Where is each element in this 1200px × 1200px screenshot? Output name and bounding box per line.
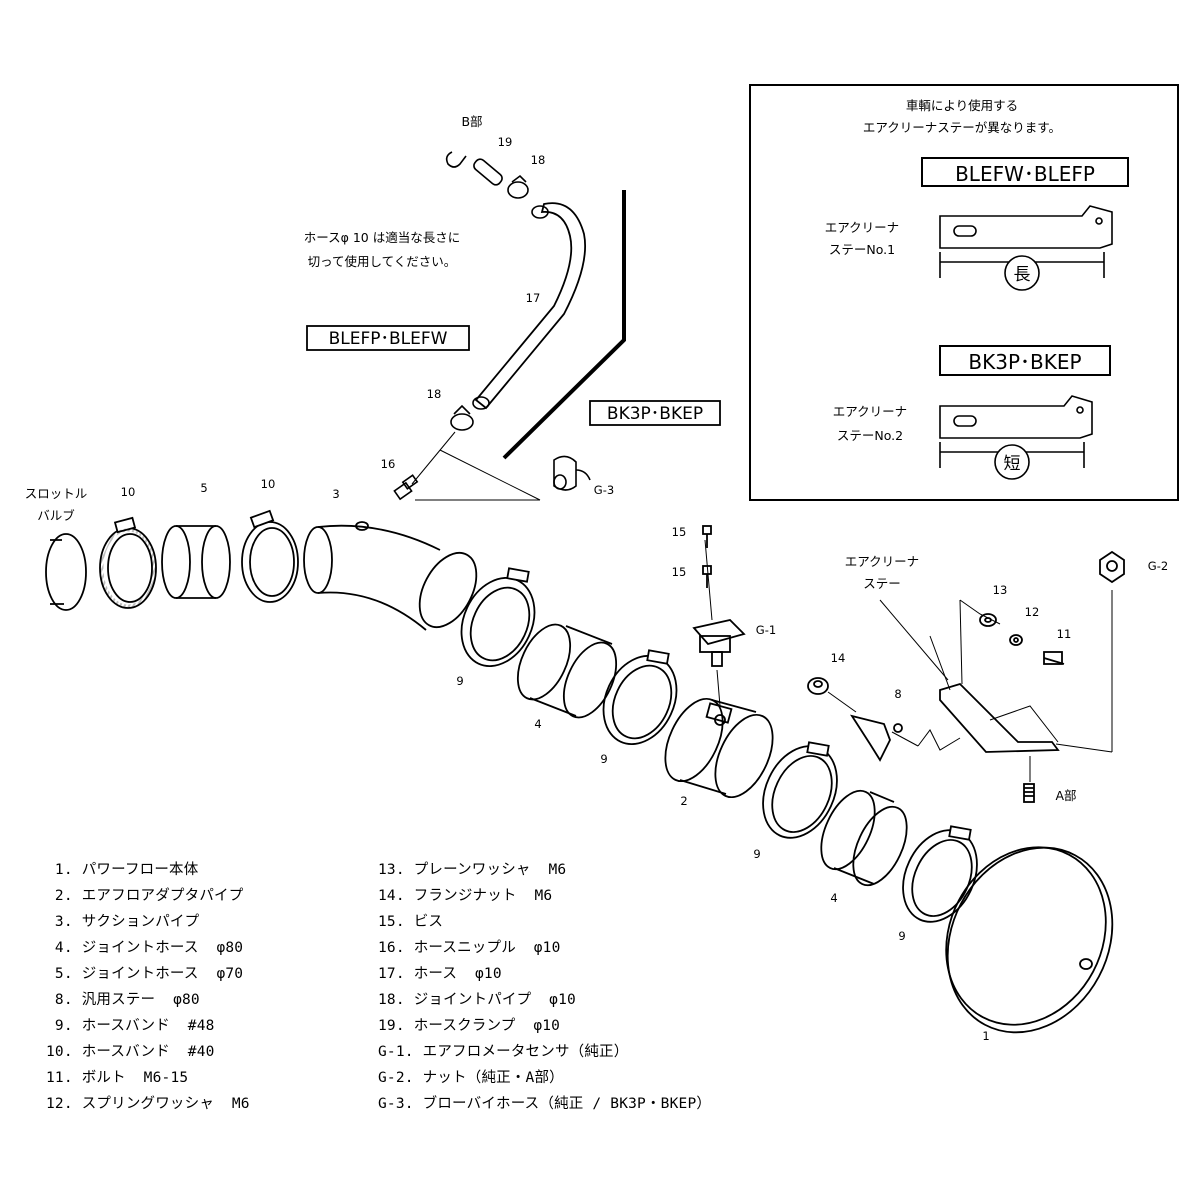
model-tag-bk3p: BK3P･BKEP bbox=[607, 404, 703, 424]
stay-label-line-2: ステー bbox=[863, 576, 901, 591]
callout-17: 17 bbox=[526, 291, 541, 305]
suction-pipe-3 bbox=[303, 521, 478, 631]
air-flow-adaptor-pipe-2 bbox=[664, 697, 774, 799]
callout-g2: G-2 bbox=[1148, 559, 1168, 573]
power-flow-body-1 bbox=[945, 846, 1114, 1034]
callout-g1: G-1 bbox=[756, 623, 776, 637]
hose-band-10-a bbox=[99, 516, 157, 609]
throttle-label-line-2: バルブ bbox=[37, 508, 75, 523]
callout-18-top: 18 bbox=[531, 153, 546, 167]
nut-g2 bbox=[1055, 550, 1125, 753]
mid-small-parts bbox=[393, 404, 591, 501]
hose-band-10-b bbox=[241, 509, 299, 603]
callout-13: 13 bbox=[993, 583, 1008, 597]
stay-label-line-1: エアクリーナ bbox=[845, 554, 919, 569]
hose-clamp-18-mid bbox=[450, 404, 474, 431]
hose-note-line-2: 切って使用してください。 bbox=[308, 254, 457, 269]
model-label-bk3p: BK3P･BKEP bbox=[968, 350, 1081, 374]
stay-no1-drawing bbox=[939, 205, 1113, 291]
joint-hose-4-b bbox=[820, 789, 908, 887]
hose-band-9-a bbox=[460, 567, 536, 667]
callout-15-b: 15 bbox=[672, 565, 687, 579]
throttle-valve bbox=[45, 533, 87, 611]
hose-band-9-c bbox=[762, 741, 838, 839]
top-text-labels: B部 19 18 ホースφ 10 は適当な長さに 切って使用してください。 17… bbox=[304, 114, 614, 497]
flange-nut-14 bbox=[807, 677, 857, 713]
callout-9-c: 9 bbox=[753, 847, 760, 861]
hose-clamp-19 bbox=[445, 151, 467, 168]
joint-pipe-19 bbox=[473, 158, 503, 186]
hose-17 bbox=[474, 202, 587, 410]
callout-12: 12 bbox=[1025, 605, 1040, 619]
callout-9-d: 9 bbox=[898, 929, 905, 943]
callout-10-a: 10 bbox=[121, 485, 136, 499]
callout-4-a: 4 bbox=[534, 717, 541, 731]
callout-19: 19 bbox=[498, 135, 513, 149]
main-callouts: スロットル バルブ 10 5 10 3 9 4 9 2 15 15 G-1 14… bbox=[25, 477, 1168, 1043]
a-section-label: A部 bbox=[1055, 788, 1076, 803]
stay-no2-label-line-1: エアクリーナ bbox=[833, 404, 907, 419]
callout-4-b: 4 bbox=[830, 891, 837, 905]
a-section-stud bbox=[1023, 756, 1035, 803]
blow-by-hose-g3 bbox=[553, 455, 591, 491]
stay-no2-drawing bbox=[939, 395, 1093, 480]
callout-11: 11 bbox=[1057, 627, 1072, 641]
callout-9-b: 9 bbox=[600, 752, 607, 766]
spring-washer-12 bbox=[1009, 634, 1023, 646]
hose-clamp-18-top bbox=[507, 174, 529, 199]
info-header-line-2: エアクリーナステーが異なります。 bbox=[863, 120, 1061, 135]
throttle-label-line-1: スロットル bbox=[25, 486, 88, 501]
model-divider-line bbox=[502, 190, 626, 460]
joint-hose-4-a bbox=[516, 623, 618, 719]
callout-g3: G-3 bbox=[594, 483, 614, 497]
model-label-blefw: BLEFW･BLEFP bbox=[955, 162, 1095, 186]
universal-stay-8 bbox=[850, 714, 961, 762]
short-char: 短 bbox=[1004, 454, 1021, 474]
callout-14: 14 bbox=[831, 651, 846, 665]
air-cleaner-stay bbox=[929, 599, 1060, 753]
callout-5: 5 bbox=[200, 481, 207, 495]
stay-no2-label-line-2: ステーNo.2 bbox=[837, 428, 903, 443]
stay-no1-label-line-1: エアクリーナ bbox=[825, 220, 899, 235]
info-header-line-1: 車輌により使用する bbox=[906, 98, 1018, 113]
callout-18-mid: 18 bbox=[427, 387, 442, 401]
joint-hose-5 bbox=[161, 525, 231, 599]
air-flow-sensor-g1 bbox=[692, 539, 746, 707]
callout-1: 1 bbox=[982, 1029, 989, 1043]
plain-washer-13 bbox=[979, 613, 997, 627]
stay-info-box: 車輌により使用する エアクリーナステーが異なります。 BLEFW･BLEFP エ… bbox=[749, 84, 1179, 501]
callout-3: 3 bbox=[332, 487, 339, 501]
bolt-11 bbox=[1043, 651, 1065, 665]
b-section-label: B部 bbox=[461, 114, 482, 129]
callout-leaders bbox=[879, 599, 949, 681]
hose-note-line-1: ホースφ 10 は適当な長さに bbox=[304, 230, 460, 245]
long-char: 長 bbox=[1014, 265, 1031, 285]
hose-nipple-16 bbox=[393, 474, 419, 501]
callout-16: 16 bbox=[381, 457, 396, 471]
callout-8: 8 bbox=[894, 687, 901, 701]
model-tag-blefp: BLEFP･BLEFW bbox=[329, 329, 448, 349]
stay-no1-label-line-2: ステーNo.1 bbox=[829, 242, 895, 257]
callout-10-b: 10 bbox=[261, 477, 276, 491]
screw-15-a bbox=[702, 525, 712, 548]
screw-15-b bbox=[702, 565, 712, 588]
hose-band-9-b bbox=[602, 649, 678, 745]
main-assembly bbox=[45, 509, 1125, 1034]
callout-15-a: 15 bbox=[672, 525, 687, 539]
callout-9-a: 9 bbox=[456, 674, 463, 688]
callout-2: 2 bbox=[680, 794, 687, 808]
model-tags: BLEFP･BLEFW BK3P･BKEP bbox=[306, 325, 721, 426]
b-section-parts bbox=[445, 151, 587, 410]
